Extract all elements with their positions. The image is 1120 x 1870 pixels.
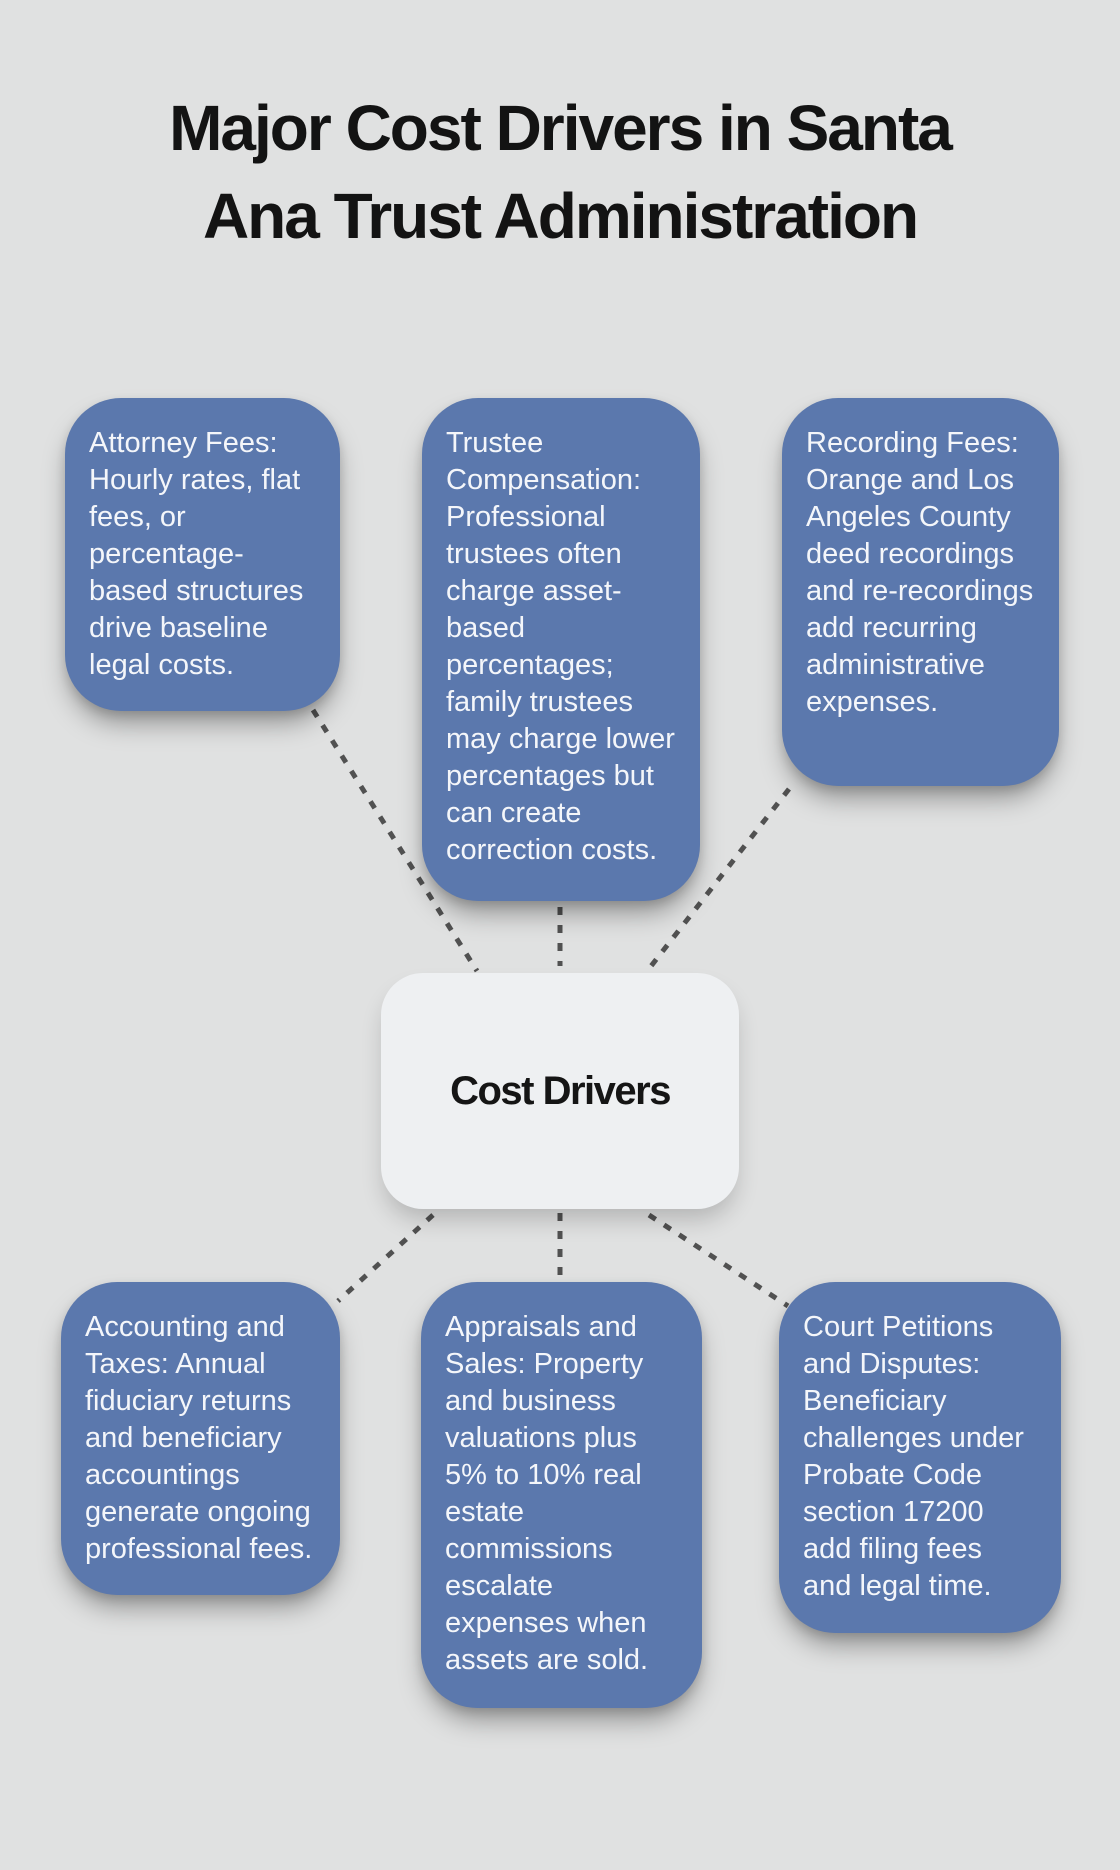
node-attorney-fees: Attorney Fees: Hourly rates, flat fees, … [65,398,340,711]
node-trustee-compensation-text: Trustee Compensation: Professional trust… [446,427,675,866]
center-node-label: Cost Drivers [450,1068,671,1113]
node-appraisals-and-sales: Appraisals and Sales: Property and busin… [421,1282,702,1708]
node-trustee-compensation: Trustee Compensation: Professional trust… [422,398,700,901]
center-node-cost-drivers: Cost Drivers [381,973,739,1209]
page-title-line1: Major Cost Drivers in Santa [169,92,953,164]
connector-recording-fees [646,787,791,972]
node-attorney-fees-text: Attorney Fees: Hourly rates, flat fees, … [89,427,304,681]
node-recording-fees-text: Recording Fees: Orange and Los Angeles C… [806,427,1034,718]
node-court-petitions-and-disputes: Court Petitions and Disputes: Beneficiar… [779,1282,1061,1633]
connector-attorney-fees [310,708,480,973]
node-accounting-and-taxes: Accounting and Taxes: Annual fiduciary r… [61,1282,340,1595]
page-title-line2: Ana Trust Administration [202,180,919,252]
node-accounting-and-taxes-text: Accounting and Taxes: Annual fiduciary r… [85,1311,313,1565]
connector-accounting-taxes [336,1213,435,1303]
page-title: Major Cost Drivers in Santa Ana Trust Ad… [0,84,1120,260]
node-recording-fees: Recording Fees: Orange and Los Angeles C… [782,398,1059,786]
node-court-petitions-and-disputes-text: Court Petitions and Disputes: Beneficiar… [803,1311,1024,1602]
node-appraisals-and-sales-text: Appraisals and Sales: Property and busin… [445,1311,649,1676]
